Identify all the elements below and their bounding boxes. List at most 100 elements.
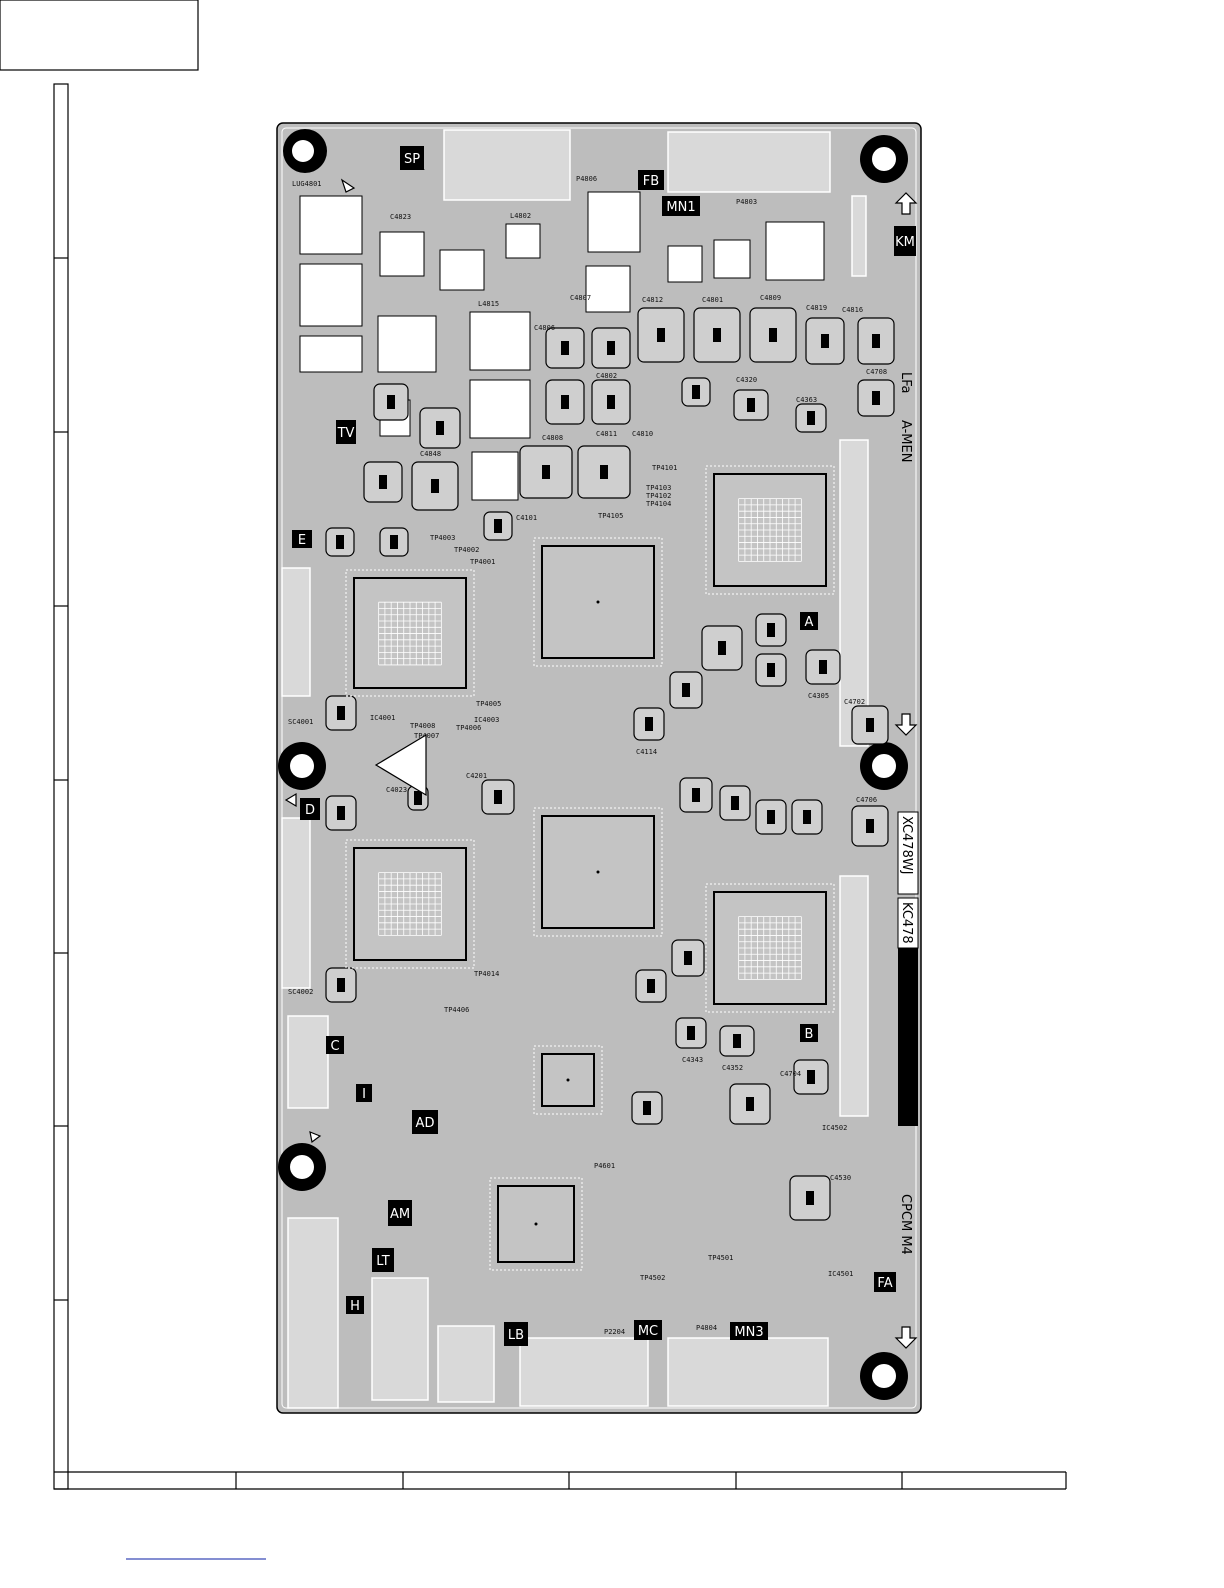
- black-tag-label: LT: [376, 1254, 389, 1269]
- component-label: C4801: [702, 296, 723, 304]
- ic-package: [533, 1045, 603, 1115]
- component-label: C4807: [570, 294, 591, 302]
- capacitor-pad: [635, 969, 667, 1003]
- page-frame: [0, 0, 1067, 1490]
- component-label: C4823: [390, 213, 411, 221]
- mounting-holes: [278, 129, 908, 1400]
- component-labels: LUG4801P4801P4806P4803C4823L4802C4806C48…: [288, 164, 887, 1336]
- component-label: TP4007: [414, 732, 439, 740]
- black-tag: I: [356, 1084, 372, 1102]
- black-tag-label: A: [805, 615, 814, 630]
- component-label: TP4406: [444, 1006, 469, 1014]
- component-label: TP4104: [646, 500, 671, 508]
- ic-package: [345, 839, 475, 969]
- component-label: C4114: [636, 748, 657, 756]
- black-tag-label: AM: [390, 1207, 410, 1222]
- component-label: TP4103: [646, 484, 671, 492]
- capacitor-pad: [633, 707, 665, 741]
- capacitor-pad: [749, 307, 797, 363]
- black-tag: B: [800, 1024, 818, 1042]
- component-label: C4343: [682, 1056, 703, 1064]
- component-label: C4305: [808, 692, 829, 700]
- capacitor-pad: [679, 777, 713, 813]
- component-label: L4815: [478, 300, 499, 308]
- black-tag-label: FA: [877, 1276, 892, 1291]
- capacitor-pad: [577, 445, 631, 499]
- capacitor-pad: [325, 527, 355, 557]
- component-label: TP4006: [456, 724, 481, 732]
- component-label: C4320: [736, 376, 757, 384]
- component-label: IC4003: [474, 716, 499, 724]
- component-label: TP4102: [646, 492, 671, 500]
- component-label: SC4002: [288, 988, 313, 996]
- capacitor-pad: [793, 1059, 829, 1095]
- integrated-circuits: [345, 465, 835, 1271]
- connectors: [281, 129, 869, 1409]
- black-tag-label: SP: [404, 152, 420, 167]
- black-tag-label: D: [305, 803, 315, 818]
- black-tag-label: AD: [416, 1116, 435, 1131]
- capacitor-pad: [729, 1083, 771, 1125]
- component-label: C4806: [534, 324, 555, 332]
- component-label: C4819: [806, 304, 827, 312]
- component-label: C4702: [844, 698, 865, 706]
- component-label: C4023: [386, 786, 407, 794]
- ic-package: [489, 1177, 583, 1271]
- component-label: SC4001: [288, 718, 313, 726]
- capacitor-pad: [637, 307, 685, 363]
- black-tag: MN1: [662, 196, 700, 216]
- capacitor-pad: [481, 779, 515, 815]
- ic-package: [705, 465, 835, 595]
- component-label: IC4001: [370, 714, 395, 722]
- component-label: IC4502: [822, 1124, 847, 1132]
- component-label: TP4001: [470, 558, 495, 566]
- capacitor-pad: [363, 461, 403, 503]
- board-bottom-right-text: CPCM M4: [898, 1194, 913, 1255]
- component-label: C4810: [632, 430, 653, 438]
- black-tag-label: LB: [508, 1328, 524, 1343]
- component-label: P4803: [736, 198, 757, 206]
- component-label: TP4105: [598, 512, 623, 520]
- capacitor-pad: [701, 625, 743, 671]
- ic-package: [345, 569, 475, 697]
- component-label: TP4003: [430, 534, 455, 542]
- component-label: L4802: [510, 212, 531, 220]
- component-label: C4811: [596, 430, 617, 438]
- capacitor-pad: [805, 317, 845, 365]
- component-label: C4704: [780, 1070, 801, 1078]
- black-tag-label: MC: [638, 1324, 658, 1339]
- capacitor-pad: [719, 1025, 755, 1057]
- black-tag-label: C: [330, 1039, 339, 1054]
- board-model-text: XC478WJ KC478 A-MEN CPCM M4 LFa: [897, 372, 919, 1255]
- inductors: [299, 191, 825, 501]
- capacitor-pad: [671, 939, 705, 977]
- component-label: TP4502: [640, 1274, 665, 1282]
- component-label: P4806: [576, 175, 597, 183]
- component-label: TP4002: [454, 546, 479, 554]
- component-label: TP4501: [708, 1254, 733, 1262]
- capacitor-pad: [545, 327, 585, 369]
- capacitor-pad: [719, 785, 751, 821]
- black-tag: MN3: [730, 1322, 768, 1340]
- black-tag: H: [346, 1296, 364, 1314]
- component-label: C4848: [420, 450, 441, 458]
- capacitors: [325, 307, 895, 1221]
- black-tag: AD: [412, 1110, 438, 1134]
- ic-package: [705, 883, 835, 1013]
- black-tag: FA: [874, 1272, 896, 1292]
- component-label: C4812: [642, 296, 663, 304]
- capacitor-pad: [681, 377, 711, 407]
- capacitor-pad: [675, 1017, 707, 1049]
- black-tag-label: MN1: [666, 200, 695, 215]
- black-tag: A: [800, 612, 818, 630]
- black-tag-label: B: [805, 1027, 814, 1042]
- component-label: P4804: [696, 1324, 717, 1332]
- black-tag-label: TV: [337, 426, 355, 441]
- black-tag: MC: [634, 1320, 662, 1340]
- capacitor-pad: [325, 967, 357, 1003]
- component-label: C4363: [796, 396, 817, 404]
- ic-package: [533, 807, 663, 937]
- component-label: C4809: [760, 294, 781, 302]
- capacitor-pad: [851, 705, 889, 745]
